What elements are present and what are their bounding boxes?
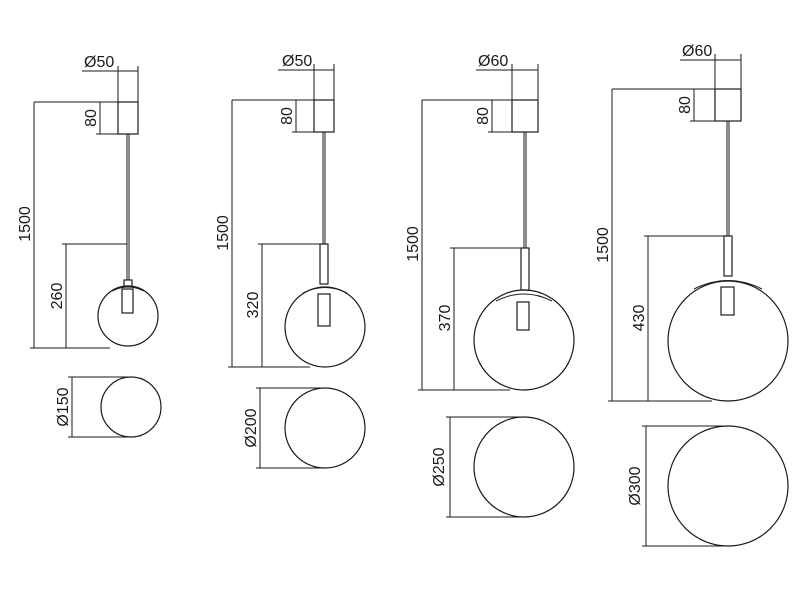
variant-4-canopy-diameter: Ø60 (682, 43, 712, 60)
variant-4-globe-diameter: Ø300 (627, 466, 644, 505)
variant-4-drawing: Ø60 80 1500 430 Ø300 (595, 43, 789, 547)
variant-2-drop-length: 320 (245, 292, 262, 319)
variant-4-canopy (714, 88, 742, 122)
variant-3-canopy-height: 80 (475, 107, 492, 125)
variant-3-cable-length: 1500 (405, 226, 422, 262)
variant-1-bulb-holder (121, 288, 134, 314)
variant-1-globe (97, 285, 159, 347)
variant-3-drop-length: 370 (437, 305, 454, 332)
variant-3-drawing: Ø60 80 1500 370 Ø250 (405, 53, 575, 518)
variant-1-drop-length: 260 (49, 283, 66, 310)
variant-2-drawing: Ø50 80 1500 320 Ø200 (215, 53, 366, 469)
variant-1-cable-length: 1500 (17, 206, 34, 242)
variant-3-canopy-diameter: Ø60 (478, 53, 508, 70)
variant-3-globe (473, 289, 575, 391)
variant-2-canopy-height: 80 (279, 107, 296, 125)
variant-1-canopy-diameter: Ø50 (84, 54, 114, 71)
variant-4-bulb-holder (720, 286, 735, 316)
variant-4-globe-plan (667, 425, 789, 547)
variant-4-canopy-height: 80 (677, 96, 694, 114)
variant-2-canopy (313, 99, 335, 133)
variant-3-globe-diameter: Ø250 (431, 447, 448, 486)
variant-2-cable-length: 1500 (215, 215, 232, 251)
variant-2-globe-diameter: Ø200 (243, 408, 260, 447)
variant-1-globe-plan (100, 376, 162, 438)
variant-3-canopy (511, 99, 539, 133)
variant-3-globe-plan (473, 416, 575, 518)
variant-1-canopy-height: 80 (83, 109, 100, 127)
variant-4-drop-length: 430 (631, 305, 648, 332)
variant-2-canopy-diameter: Ø50 (282, 53, 312, 70)
variant-2-globe-plan (284, 387, 366, 469)
variant-4-globe (667, 280, 789, 402)
variant-1-drawing: Ø50 80 1500 260 Ø150 (17, 54, 162, 438)
variant-1-canopy (117, 101, 139, 135)
variant-4-cable-length: 1500 (595, 227, 612, 263)
variant-2-bulb-holder (317, 293, 331, 327)
variant-3-bulb-holder (516, 301, 530, 331)
variant-2-globe (284, 286, 366, 368)
variant-1-globe-diameter: Ø150 (55, 387, 72, 426)
